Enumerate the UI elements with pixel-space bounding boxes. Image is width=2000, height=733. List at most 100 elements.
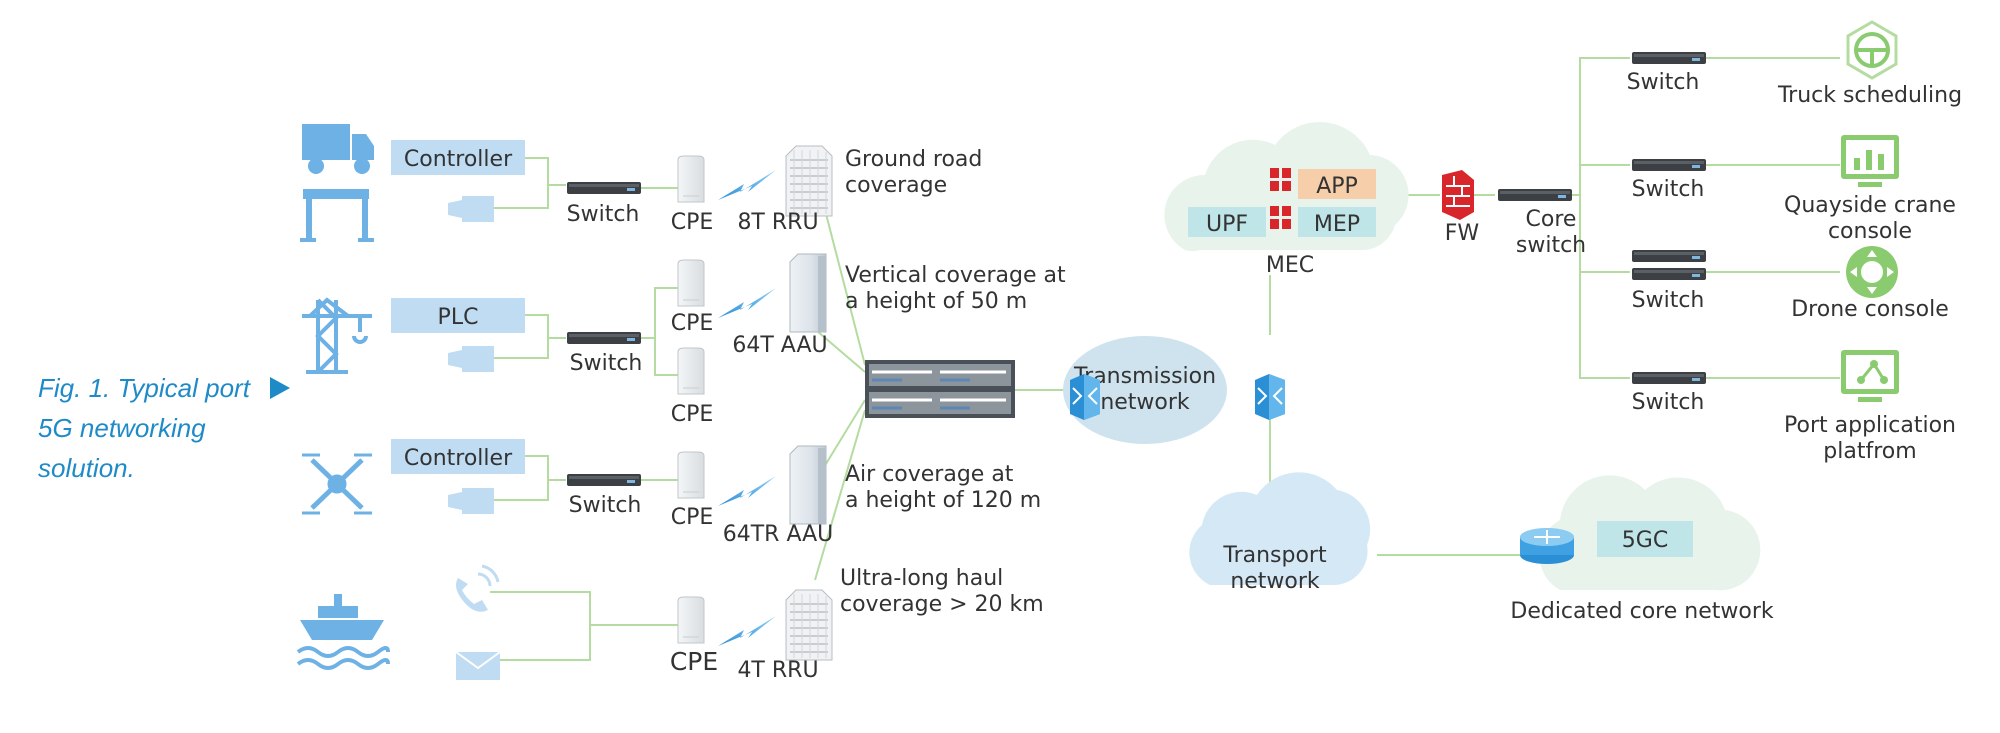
radio-label: 64TR AAU xyxy=(723,522,834,547)
router-icon xyxy=(1520,528,1574,564)
cpe-label: CPE xyxy=(671,311,714,336)
mep-label: MEP xyxy=(1314,212,1360,237)
camera-icon xyxy=(448,488,494,514)
app-box xyxy=(1298,169,1376,199)
coverage-line-2: a height of 50 m xyxy=(845,289,1027,314)
5gc-box xyxy=(1597,521,1693,557)
app-label: APP xyxy=(1316,174,1358,199)
firewall-icon xyxy=(1442,170,1474,220)
switch-label: Switch xyxy=(567,202,640,227)
drone-icon xyxy=(302,453,372,515)
group-drone: Controller Switch CPE 64TR AAU Air cover… xyxy=(302,439,1041,547)
coverage-line-2: coverage xyxy=(845,173,947,198)
switch-device xyxy=(1632,250,1706,262)
controller-box xyxy=(391,140,525,175)
fw-label: FW xyxy=(1445,221,1480,246)
caption-line-3: solution. xyxy=(38,453,135,483)
cpe-device xyxy=(677,155,705,203)
upf-label: UPF xyxy=(1206,212,1248,237)
cpe-device xyxy=(677,451,705,499)
core-switch-device xyxy=(1498,189,1572,201)
road-barrier-icon xyxy=(300,189,374,242)
direction-pad-icon xyxy=(1846,246,1898,298)
cpe-label: CPE xyxy=(671,210,714,235)
caption-arrow-icon xyxy=(270,377,290,399)
radio-label: 4T RRU xyxy=(737,658,818,683)
steering-wheel-icon xyxy=(1846,20,1898,80)
coverage-line-1: Air coverage at xyxy=(845,462,1014,487)
coverage-line-1: Vertical coverage at xyxy=(845,263,1066,288)
wireless-icon xyxy=(718,476,776,506)
mec-label: MEC xyxy=(1266,253,1314,278)
switch-device xyxy=(1632,159,1706,171)
coverage-line-1: Ultra-long haul xyxy=(840,566,1003,591)
bbu-device xyxy=(865,360,1015,418)
router-right-icon xyxy=(1254,373,1286,421)
router-left-icon xyxy=(1069,373,1101,421)
dedicated-core-label: Dedicated core network xyxy=(1510,599,1773,624)
core-switch-line-2: switch xyxy=(1516,233,1586,258)
app-drone-console: Switch Drone console xyxy=(1632,246,1949,322)
group-ship: CPE 4T RRU Ultra-long haul coverage > 20… xyxy=(296,564,1044,683)
radio-label: 8T RRU xyxy=(737,210,818,235)
caption-line-1: Fig. 1. Typical port xyxy=(38,373,252,403)
caption-line-2: 5G networking xyxy=(38,413,206,443)
switch-device xyxy=(1632,372,1706,384)
truck-icon xyxy=(302,124,374,174)
switch-device xyxy=(567,182,641,194)
coverage-line-2: a height of 120 m xyxy=(845,488,1041,513)
transport-network: Transport network xyxy=(1189,472,1371,594)
switch-device xyxy=(567,332,641,344)
controller-box xyxy=(391,439,525,474)
ship-icon xyxy=(296,594,390,670)
app-truck-scheduling: Switch Truck scheduling xyxy=(1627,20,1962,108)
camera-icon xyxy=(448,196,494,222)
upf-box xyxy=(1188,207,1266,237)
mail-icon xyxy=(455,651,501,680)
monitor-chart-icon xyxy=(1841,135,1899,187)
app-label: Drone console xyxy=(1791,297,1949,322)
group-truck: Controller Switch CPE 8T RRU Ground road… xyxy=(300,124,982,242)
transport-line-1: Transport xyxy=(1222,543,1327,568)
transport-line-2: network xyxy=(1230,569,1320,594)
switch-label: Switch xyxy=(1632,390,1705,415)
controller-label: Controller xyxy=(404,147,513,172)
cpe-device xyxy=(677,596,705,644)
app-line-2: console xyxy=(1828,219,1912,244)
crane-icon xyxy=(302,297,372,374)
mep-box xyxy=(1298,207,1376,237)
plc-label: PLC xyxy=(438,305,479,330)
aau-device xyxy=(789,253,827,333)
rru-device xyxy=(785,145,833,217)
switch-device xyxy=(1632,268,1706,280)
radio-label: 64T AAU xyxy=(732,333,827,358)
switch-label: Switch xyxy=(1632,177,1705,202)
transmission-line-2: network xyxy=(1100,390,1190,415)
app-line-2: platfrom xyxy=(1823,439,1916,464)
rru-device xyxy=(785,589,833,661)
cpe-device xyxy=(677,347,705,395)
cpe-device xyxy=(677,259,705,307)
figure-caption: Fig. 1. Typical port 5G networking solut… xyxy=(38,373,290,483)
switch-device xyxy=(1632,52,1706,64)
coverage-line-2: coverage > 20 km xyxy=(840,592,1044,617)
dedicated-core-network: 5GC Dedicated core network xyxy=(1510,475,1774,624)
app-line-1: Quayside crane xyxy=(1784,193,1956,218)
mec-cloud: APP UPF MEP MEC xyxy=(1164,122,1409,278)
group-crane: PLC Switch CPE CPE 64T AAU Vertical cove… xyxy=(302,253,1066,427)
switch-label: Switch xyxy=(1627,70,1700,95)
app-port-platform: Switch Port application platfrom xyxy=(1632,350,1956,464)
cpe-label: CPE xyxy=(671,505,714,530)
monitor-share-icon xyxy=(1841,350,1899,402)
app-label: Truck scheduling xyxy=(1777,83,1962,108)
aau-device xyxy=(789,445,827,525)
wireless-icon xyxy=(718,616,776,646)
cpe-label: CPE xyxy=(670,647,718,676)
wireless-icon xyxy=(718,288,776,318)
coverage-line-1: Ground road xyxy=(845,147,982,172)
firewall-bricks-icon xyxy=(1270,168,1291,229)
core-switch-line-1: Core xyxy=(1526,207,1577,232)
controller-label: Controller xyxy=(404,446,513,471)
switch-label: Switch xyxy=(570,351,643,376)
